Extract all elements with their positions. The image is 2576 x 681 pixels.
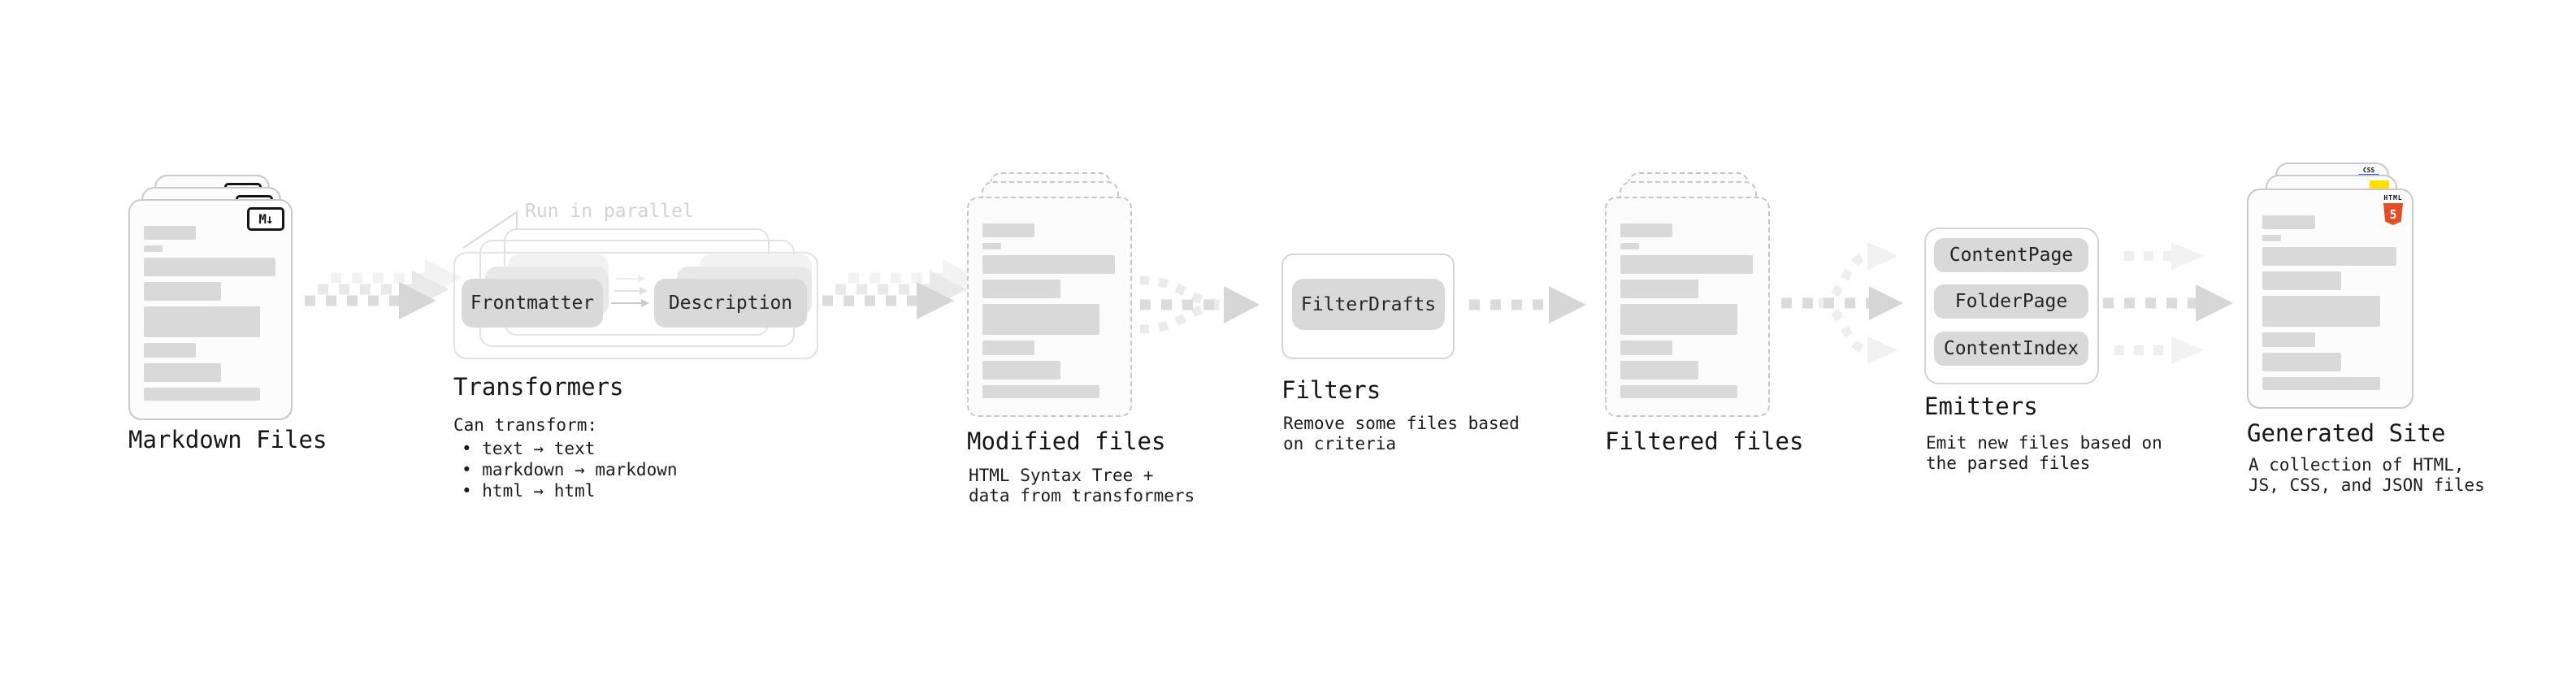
stage-label-modified-files: Modified files [967, 427, 1166, 455]
placeholder-bar [2262, 353, 2341, 371]
placeholder-bar [982, 223, 1035, 237]
placeholder-bar [1620, 223, 1673, 237]
description-line: HTML Syntax Tree + [969, 466, 1154, 485]
file-content-bars [1620, 223, 1754, 398]
file-card-front: HTML 5 [2247, 189, 2413, 409]
placeholder-bar [982, 385, 1099, 398]
placeholder-bar [144, 343, 196, 358]
placeholder-bar [1620, 304, 1737, 335]
arrow-filters-to-filtered [1469, 286, 1586, 323]
placeholder-bar [982, 243, 1002, 249]
description-line: Remove some files based [1283, 414, 1520, 433]
description-line: JS, CSS, and JSON files [2249, 475, 2485, 495]
capability-item: • markdown → markdown [462, 460, 678, 479]
description-line: data from transformers [969, 486, 1195, 505]
stage-label-filters: Filters [1281, 376, 1381, 404]
placeholder-bar [1620, 361, 1698, 380]
file-card-front [967, 197, 1132, 417]
transformers-capability-list: • text → text • markdown → markdown • ht… [462, 438, 678, 501]
placeholder-bar [2262, 377, 2381, 390]
html5-icon-label: HTML [2383, 194, 2403, 202]
stage-label-markdown-files: Markdown Files [128, 426, 327, 453]
description-line: Emit new files based on [1926, 433, 2162, 453]
description-line: on criteria [1283, 434, 1397, 453]
emitter-box-folderpage: FolderPage [1934, 284, 2088, 319]
html5-icon: HTML 5 [2381, 194, 2405, 225]
placeholder-bar [982, 304, 1099, 335]
placeholder-bar [2262, 271, 2341, 290]
stage-label-generated-site: Generated Site [2247, 419, 2446, 447]
emitters-description: Emit new files based on the parsed files [1926, 433, 2162, 474]
file-card-front: M↓ [128, 199, 293, 420]
emitter-box-contentindex: ContentIndex [1934, 332, 2088, 366]
file-content-bars [982, 223, 1117, 398]
placeholder-bar [144, 282, 222, 301]
placeholder-bar [144, 258, 276, 276]
frontmatter-to-description-arrows [611, 275, 649, 307]
markdown-icon: M↓ [247, 207, 284, 231]
stage-label-emitters: Emitters [1924, 393, 2038, 420]
placeholder-bar [1620, 385, 1737, 398]
transformer-box-description: Description [654, 279, 807, 327]
stage-label-transformers: Transformers [453, 373, 624, 401]
arrow-filtered-to-emitters [1781, 242, 1903, 364]
filters-description: Remove some files based on criteria [1283, 414, 1520, 454]
html5-icon-shield: 5 [2383, 203, 2403, 225]
capability-item: • html → html [462, 481, 596, 501]
placeholder-bar [2262, 332, 2316, 347]
capability-item: • text → text [462, 439, 596, 458]
transformers-description-title: Can transform: [453, 415, 598, 435]
file-content-bars [2262, 215, 2398, 390]
placeholder-bar [1620, 280, 1698, 298]
placeholder-bar [2262, 247, 2397, 266]
filter-box-filterdrafts: FilterDrafts [1292, 279, 1445, 330]
generated-site-description: A collection of HTML, JS, CSS, and JSON … [2249, 455, 2485, 496]
annotation-leader-line [462, 210, 518, 249]
stage-label-filtered-files: Filtered files [1605, 427, 1804, 455]
description-line: the parsed files [1926, 453, 2091, 473]
css-icon-text: CSS [2362, 167, 2375, 174]
placeholder-bar [144, 245, 163, 252]
placeholder-bar [144, 306, 260, 337]
arrow-emitters-to-generated [2103, 242, 2233, 364]
placeholder-bar [1620, 340, 1673, 355]
placeholder-bar [2262, 235, 2282, 241]
placeholder-bar [2262, 215, 2316, 229]
run-in-parallel-annotation: Run in parallel [525, 201, 694, 222]
placeholder-bar [1620, 243, 1640, 249]
placeholder-bar [1620, 255, 1754, 274]
file-card-front [1605, 197, 1770, 417]
arrow-modified-to-filters [1139, 275, 1260, 334]
placeholder-bar [2262, 296, 2381, 327]
placeholder-bar [982, 361, 1060, 380]
arrow-transformers-to-modified [822, 259, 980, 319]
html5-icon-number: 5 [2389, 206, 2397, 222]
placeholder-bar [982, 255, 1116, 274]
description-line: A collection of HTML, [2249, 455, 2465, 475]
placeholder-bar [982, 280, 1060, 298]
placeholder-bar [144, 388, 260, 401]
emitter-box-contentpage: ContentPage [1934, 238, 2088, 272]
placeholder-bar [144, 363, 222, 382]
modified-files-description: HTML Syntax Tree + data from transformer… [969, 466, 1195, 506]
placeholder-bar [982, 340, 1035, 355]
transformer-box-frontmatter: Frontmatter [462, 279, 603, 327]
placeholder-bar [144, 226, 196, 240]
transformer-frame-front [453, 252, 818, 359]
arrow-markdown-to-transformers [305, 259, 462, 319]
file-content-bars [144, 226, 277, 401]
